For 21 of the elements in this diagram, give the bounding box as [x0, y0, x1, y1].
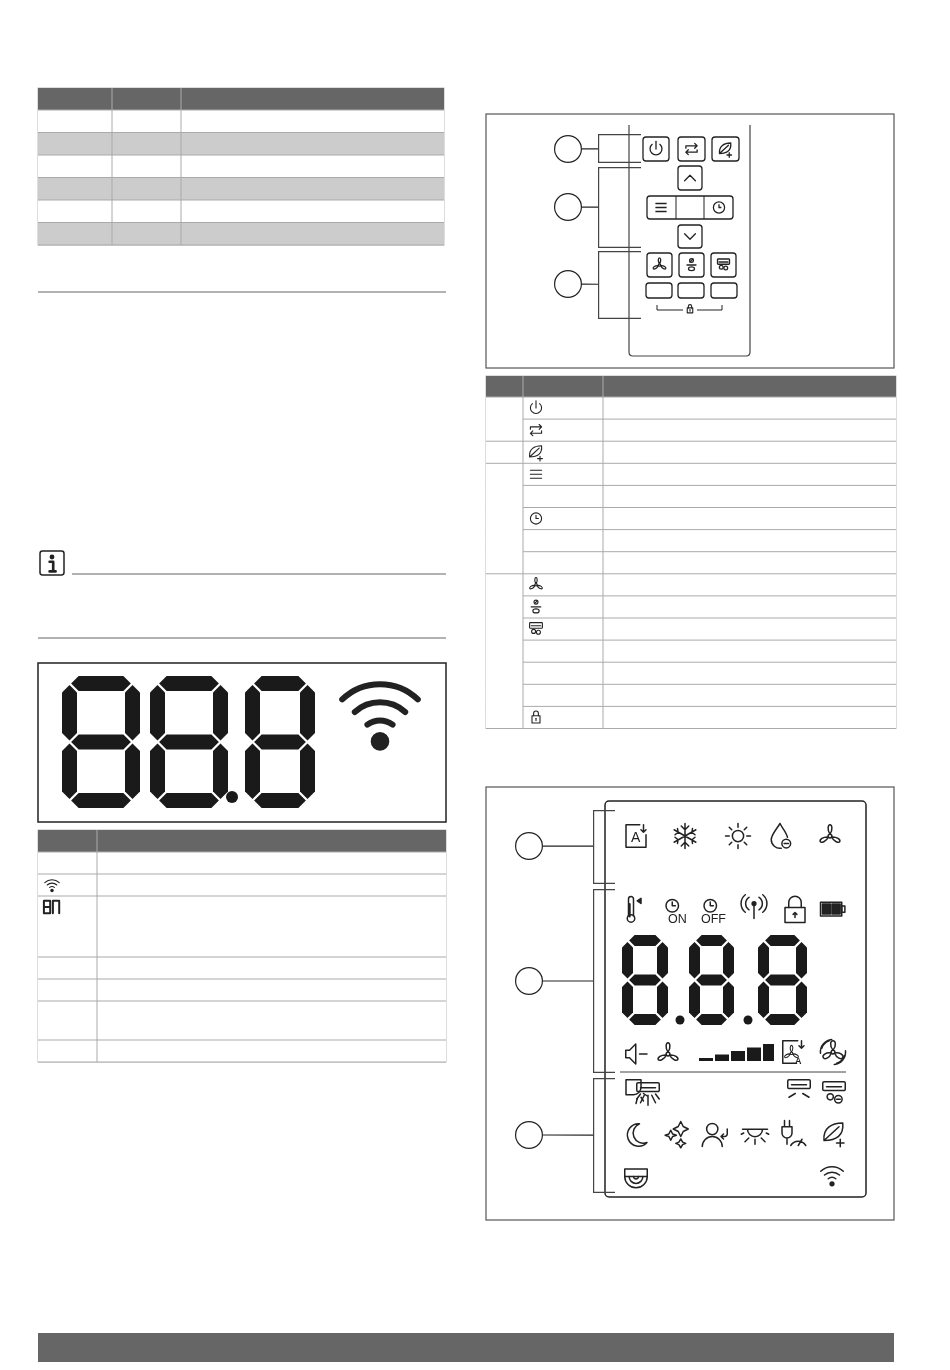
leader-line	[581, 283, 599, 285]
callout-circle	[515, 1121, 543, 1149]
leader-line	[581, 148, 599, 150]
leader-line	[581, 206, 599, 208]
callout-circle	[554, 193, 582, 221]
leader-line	[542, 1134, 594, 1136]
bracket	[593, 889, 615, 1073]
bracket	[598, 251, 641, 319]
bracket	[593, 1078, 615, 1193]
timer-off-label: OFF	[701, 913, 726, 926]
icon-letter: A	[631, 830, 641, 844]
callout-circle	[515, 832, 543, 860]
bracket	[593, 810, 615, 884]
bracket	[598, 167, 641, 248]
callout-circle	[515, 967, 543, 995]
leader-line	[542, 845, 594, 847]
bracket	[598, 134, 641, 163]
timer-on-label: ON	[668, 913, 687, 926]
leader-line	[542, 980, 594, 982]
callout-circle	[554, 270, 582, 298]
callout-circle	[554, 135, 582, 163]
